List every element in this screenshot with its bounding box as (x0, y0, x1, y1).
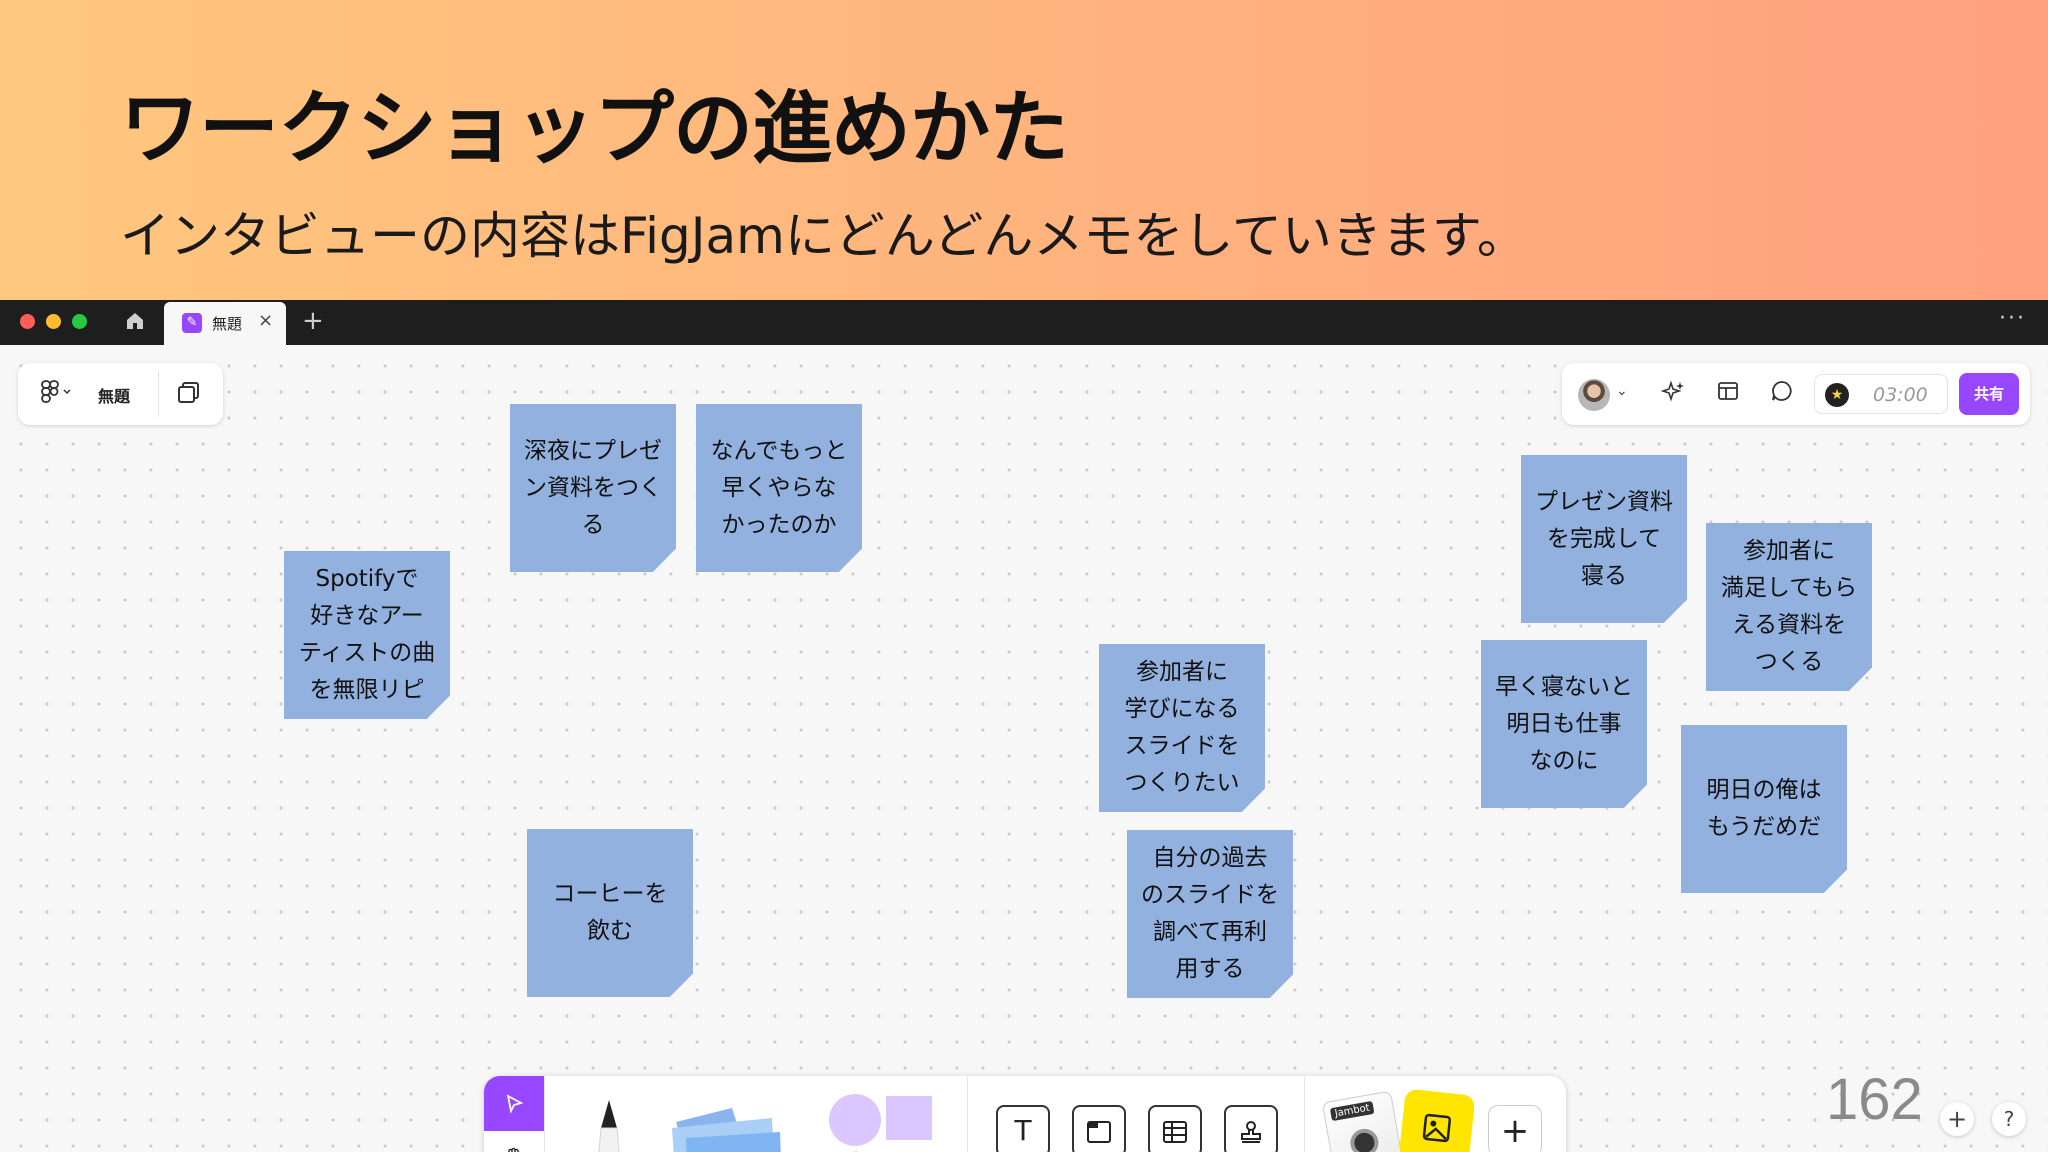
file-panel: 無題 (18, 363, 223, 425)
tab-label: 無題 (212, 315, 243, 333)
hand-tool-icon[interactable] (484, 1131, 544, 1152)
file-name[interactable]: 無題 (98, 387, 131, 406)
home-icon[interactable] (122, 310, 148, 336)
sticky-note[interactable]: なんでもっと 早くやらな かったのか (696, 404, 862, 572)
text-tool-icon[interactable]: T (996, 1105, 1050, 1152)
figjam-window: ✎ 無題 × + ··· 無題 (0, 300, 2048, 1152)
sticky-text: プレゼン資料 を完成して 寝る (1535, 488, 1673, 589)
slide-subtitle: インタビューの内容はFigJamにどんどんメモをしていきます。 (120, 207, 1527, 265)
collab-panel: ⌄ ★ 03:00 共有 (1562, 363, 2030, 425)
chevron-down-icon[interactable]: ⌄ (1616, 383, 1628, 399)
slide-header: ワークショップの進めかた インタビューの内容はFigJamにどんどんメモをしてい… (0, 0, 2048, 300)
new-tab-button[interactable]: + (302, 306, 324, 336)
select-tool-icon[interactable] (484, 1076, 544, 1131)
timer-text: 03:00 (1873, 384, 1928, 406)
minimize-window-button[interactable] (46, 314, 61, 329)
tab-untitled[interactable]: ✎ 無題 × (164, 302, 286, 345)
sticky-note[interactable]: 早く寝ないと 明日も仕事 なのに (1481, 640, 1647, 808)
sticky-note[interactable]: コーヒーを 飲む (527, 829, 693, 997)
timer-icon: ★ (1825, 383, 1849, 407)
figjam-file-icon: ✎ (182, 313, 202, 333)
sticky-note[interactable]: 参加者に 満足してもら える資料を つくる (1706, 523, 1872, 691)
sticky-note[interactable]: 自分の過去 のスライドを 調べて再利 用する (1127, 830, 1293, 998)
canvas[interactable]: 無題 ⌄ ★ 03:00 (0, 345, 2048, 1152)
sticky-text: Spotifyで 好きなアー ティストの曲 を無限リピ (298, 566, 436, 703)
help-button[interactable]: ? (1992, 1102, 2026, 1136)
divider (967, 1076, 968, 1152)
circle-shape-icon[interactable] (829, 1094, 881, 1146)
jambot-label: Jambot (1329, 1100, 1375, 1122)
camera-lens-icon (1348, 1126, 1381, 1152)
sticky-text: 明日の俺は もうだめだ (1706, 777, 1822, 840)
triangle-shape-icon[interactable] (834, 1150, 878, 1152)
sticky-note[interactable]: Spotifyで 好きなアー ティストの曲 を無限リピ (284, 551, 450, 719)
sticky-text: 深夜にプレゼ ン資料をつく る (524, 437, 662, 538)
more-tools-button[interactable]: + (1488, 1105, 1542, 1152)
jambot-widget-icon[interactable]: Jambot (1321, 1090, 1405, 1152)
sticky-text: 参加者に 満足してもら える資料を つくる (1720, 538, 1858, 675)
ai-sparkle-icon[interactable] (1658, 379, 1690, 411)
connector-arrow-icon[interactable]: ↱ (898, 1148, 921, 1152)
sticky-text: コーヒーを 飲む (552, 881, 668, 944)
table-tool-icon[interactable] (1148, 1105, 1202, 1152)
sticky-note[interactable]: 深夜にプレゼ ン資料をつく る (510, 404, 676, 572)
image-generator-icon[interactable] (1398, 1088, 1476, 1152)
title-bar: ✎ 無題 × + ··· (0, 300, 2048, 345)
avatar[interactable] (1578, 379, 1610, 411)
sticky-text: 自分の過去 のスライドを 調べて再利 用する (1141, 845, 1279, 982)
slide-title: ワークショップの進めかた (120, 82, 1069, 175)
section-tool-icon[interactable] (1072, 1105, 1126, 1152)
bottom-toolbar: ↱ T Jambot + (484, 1076, 1566, 1152)
more-menu-icon[interactable]: ··· (1999, 306, 2026, 331)
sticky-note[interactable]: 明日の俺は もうだめだ (1681, 725, 1847, 893)
share-button[interactable]: 共有 (1959, 373, 2019, 415)
sticky-note[interactable]: 参加者に 学びになる スライドを つくりたい (1099, 644, 1265, 812)
marker-tool-icon[interactable] (584, 1098, 634, 1152)
close-window-button[interactable] (20, 314, 35, 329)
timer-button[interactable]: ★ 03:00 (1814, 374, 1948, 414)
layout-icon[interactable] (1712, 379, 1744, 411)
divider (158, 371, 159, 417)
sticky-text: なんでもっと 早くやらな かったのか (710, 437, 848, 538)
comment-icon[interactable] (1766, 379, 1798, 411)
stamp-tool-icon[interactable] (1224, 1105, 1278, 1152)
square-shape-icon[interactable] (886, 1096, 932, 1140)
divider (544, 1076, 545, 1152)
maximize-window-button[interactable] (72, 314, 87, 329)
figma-menu-icon[interactable] (40, 379, 74, 411)
sticky-note[interactable]: プレゼン資料 を完成して 寝る (1521, 455, 1687, 623)
divider (1304, 1076, 1305, 1152)
sticky-text: 早く寝ないと 明日も仕事 なのに (1495, 673, 1633, 774)
zoom-in-button[interactable]: + (1940, 1102, 1974, 1136)
tab-close-icon[interactable]: × (258, 310, 274, 331)
slide-page-number: 162 (1826, 1067, 1923, 1132)
sticky-text: 参加者に 学びになる スライドを つくりたい (1124, 659, 1240, 796)
sticky-note-tool-icon[interactable] (662, 1098, 792, 1152)
pages-icon[interactable] (176, 380, 202, 406)
